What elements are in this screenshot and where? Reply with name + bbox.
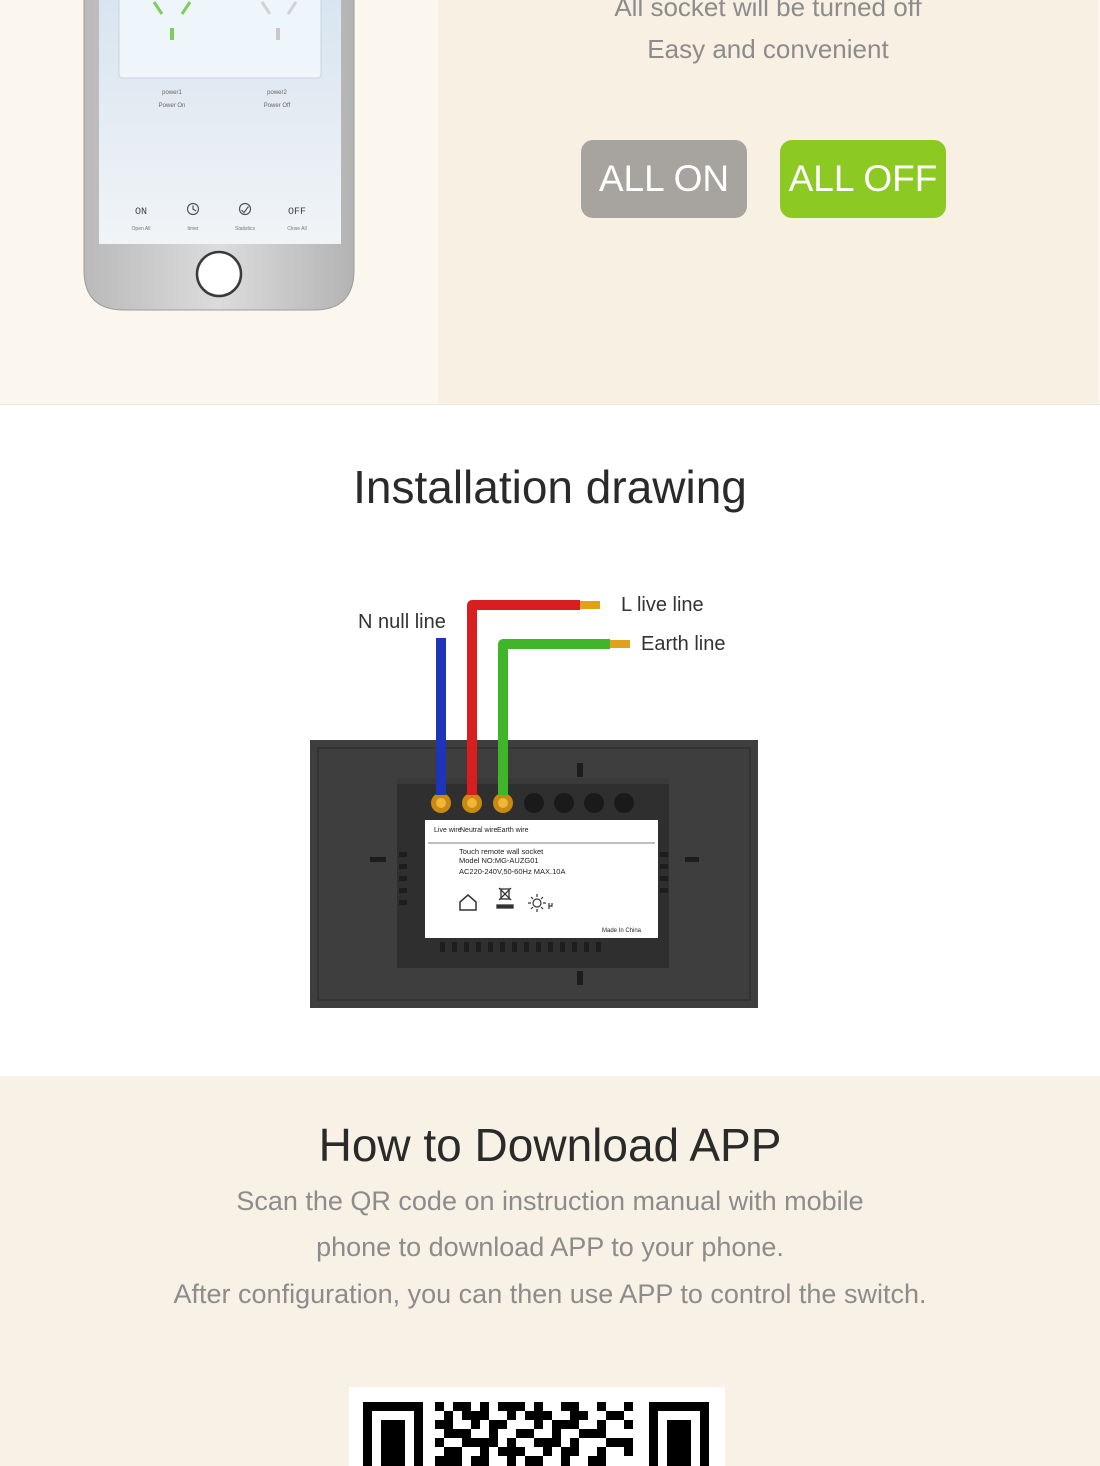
all-off-button[interactable]: ALL OFF (780, 140, 946, 218)
live-wire (467, 600, 580, 795)
intro-line-2: Easy and convenient (647, 34, 889, 64)
all-on-button[interactable]: ALL ON (581, 140, 747, 218)
rating-text: AC220-240V,50-60Hz MAX.10A (459, 867, 565, 876)
installation-title: Installation drawing (353, 461, 747, 513)
statistics-icon[interactable] (238, 202, 252, 216)
timer-icon[interactable] (186, 202, 200, 216)
qr-code[interactable] (349, 1387, 725, 1466)
product-label-sticker (425, 820, 658, 938)
power1-label: power1 (162, 90, 182, 96)
home-button[interactable] (195, 250, 243, 298)
download-line-1: Scan the QR code on instruction manual w… (236, 1186, 864, 1216)
neutral-wire-text: Neutral wire (460, 827, 497, 834)
product-name-text: Touch remote wall socket (459, 847, 544, 856)
timer-label: timer (187, 226, 198, 232)
wire-terminals (431, 793, 513, 813)
close-all-label: Close All (287, 226, 306, 232)
model-number-text: Model NO:MG-AUZG01 (459, 856, 539, 865)
statistics-label: Statistics (235, 226, 256, 232)
power1-status: Power On (159, 103, 186, 109)
earth-wire-text: Earth wire (497, 827, 529, 834)
light-sensor-icon (528, 894, 553, 912)
phone-mockup: power1 Power On power2 Power Off ON Open… (83, 0, 355, 311)
download-title: How to Download APP (318, 1119, 782, 1171)
power2-label: power2 (267, 90, 287, 96)
installation-diagram: N null line L live line Earth line Live … (310, 594, 758, 1008)
made-in-china-text: Made In China (602, 928, 642, 934)
indoor-use-icon (459, 894, 477, 911)
download-line-3: After configuration, you can then use AP… (173, 1279, 927, 1309)
open-all-label: Open All (132, 226, 151, 232)
feature-text-panel (438, 0, 1098, 404)
intro-line-1: All socket will be turned off (614, 0, 922, 22)
open-all-icon[interactable]: ON (135, 207, 147, 218)
null-line-label: N null line (358, 611, 446, 633)
close-all-icon[interactable]: OFF (288, 207, 306, 218)
section-divider (0, 404, 1100, 405)
earth-wire (498, 639, 610, 795)
live-line-label: L live line (621, 594, 704, 616)
download-line-2: phone to download APP to your phone. (316, 1232, 784, 1262)
earth-line-label: Earth line (641, 633, 726, 655)
power2-status: Power Off (264, 103, 291, 109)
weee-bin-icon (496, 887, 514, 909)
live-wire-text: Live wire (434, 827, 462, 834)
